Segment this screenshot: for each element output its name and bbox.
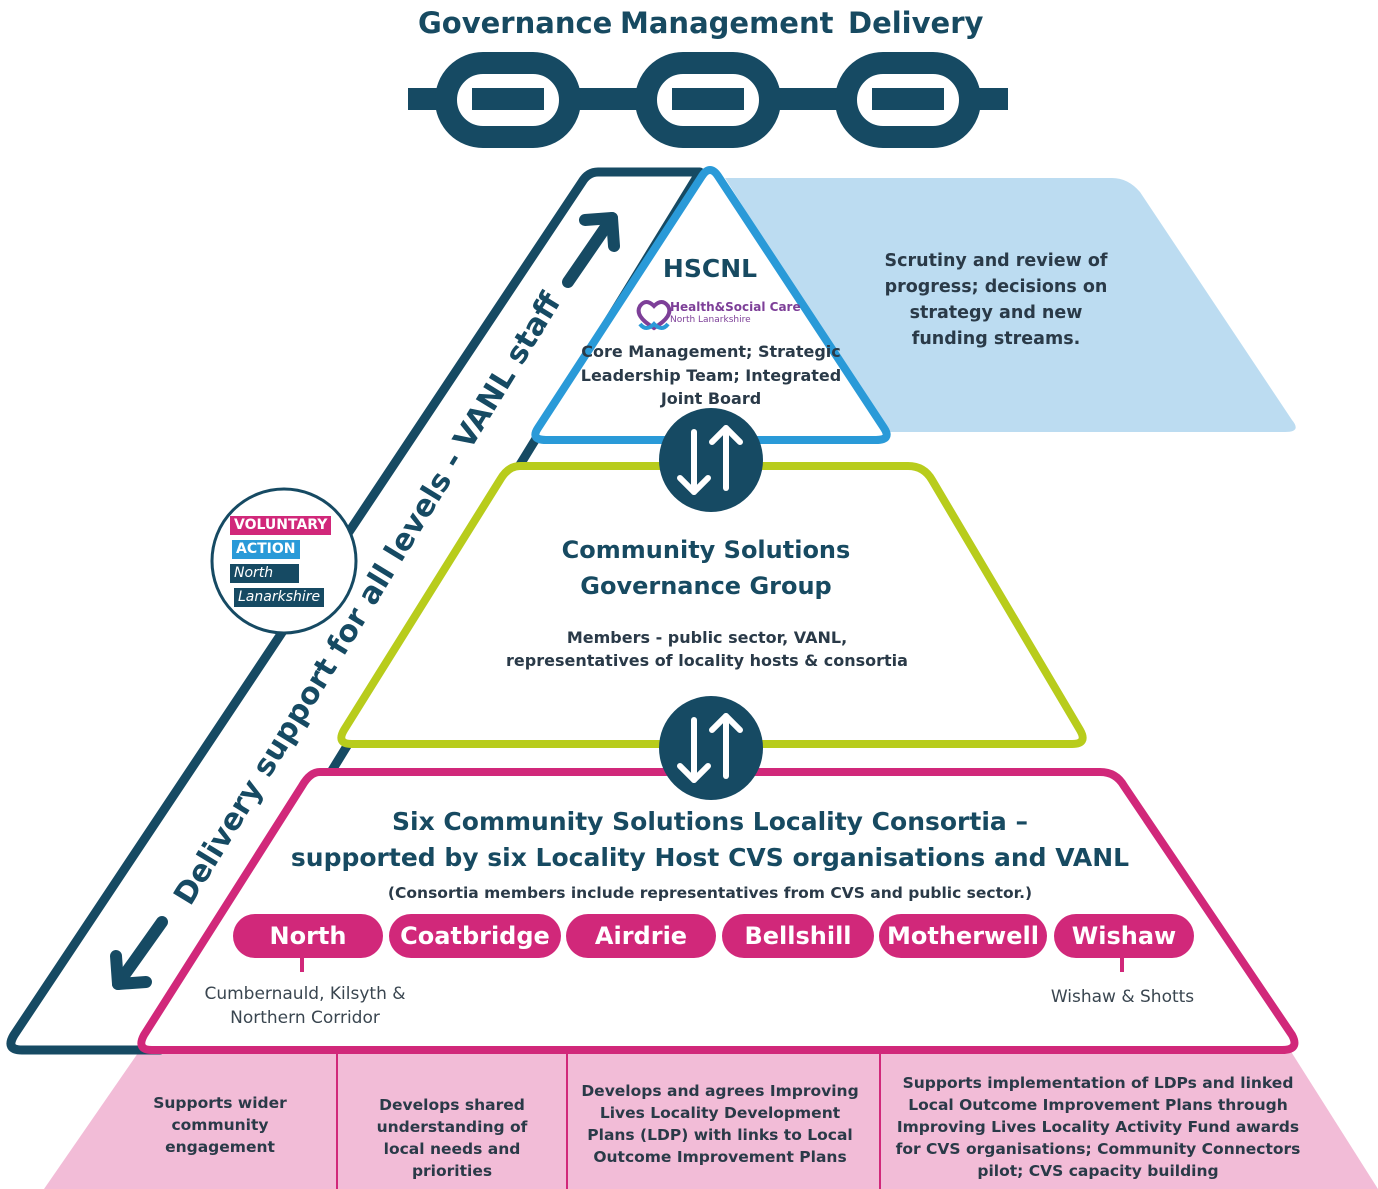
vanl-logo-line2: ACTION xyxy=(232,540,300,559)
base-column-4: Supports implementation of LDPs and link… xyxy=(895,1074,1301,1180)
hscnl-logo-icon xyxy=(636,300,672,331)
hscnl-logo-sub: North Lanarkshire xyxy=(670,315,751,325)
locality-north[interactable]: North xyxy=(233,914,383,958)
wishaw-subtext: Wishaw & Shotts xyxy=(1050,987,1195,1007)
bottom-tier-shape xyxy=(137,768,1299,1054)
vanl-logo-line4: Lanarkshire xyxy=(234,588,325,607)
base-column-1: Supports wider community engagement xyxy=(153,1094,287,1156)
base-band xyxy=(44,1050,1378,1189)
bottom-tier-title-1: Six Community Solutions Locality Consort… xyxy=(392,807,1028,836)
top-tier-text: Core Management; Strategic Leadership Te… xyxy=(580,342,842,408)
scrutiny-text: Scrutiny and review of progress; decisio… xyxy=(884,251,1108,349)
middle-tier-title: Community Solutions Governance Group xyxy=(561,536,851,600)
locality-airdrie[interactable]: Airdrie xyxy=(566,914,716,958)
header-governance: Governance xyxy=(418,6,613,40)
chain-icon xyxy=(408,52,1008,148)
connector-lower xyxy=(659,696,763,800)
north-subtext: Cumbernauld, Kilsyth & Northern Corridor xyxy=(204,984,406,1028)
band-arrow-down xyxy=(110,916,168,990)
middle-tier-text: Members - public sector, VANL, represent… xyxy=(506,628,908,670)
scrutiny-panel-shape xyxy=(725,178,1296,432)
locality-coatbridge[interactable]: Coatbridge xyxy=(389,914,561,958)
base-column-3: Develops and agrees Improving Lives Loca… xyxy=(581,1082,859,1166)
bottom-tier-title-2: supported by six Locality Host CVS organ… xyxy=(290,843,1130,872)
middle-tier-shape xyxy=(337,462,1087,748)
band-arrow-up xyxy=(562,212,620,288)
connector-upper xyxy=(659,408,763,512)
header-delivery: Delivery xyxy=(848,6,984,40)
vanl-logo: VOLUNTARY ACTION North Lanarkshire xyxy=(230,514,340,607)
hscnl-logo-main: Health&Social Care xyxy=(670,300,801,314)
vanl-logo-line3: North xyxy=(230,564,300,583)
locality-motherwell[interactable]: Motherwell xyxy=(879,914,1047,958)
locality-bellshill[interactable]: Bellshill xyxy=(722,914,874,958)
base-column-2: Develops shared understanding of local n… xyxy=(376,1096,528,1180)
vanl-logo-line1: VOLUNTARY xyxy=(230,516,332,535)
locality-wishaw[interactable]: Wishaw xyxy=(1054,914,1194,958)
side-band-outline xyxy=(6,167,705,1055)
top-tier-shape xyxy=(531,166,891,444)
bottom-tier-note: (Consortia members include representativ… xyxy=(387,884,1033,902)
header-management: Management xyxy=(620,6,834,40)
hscnl-title: HSCNL xyxy=(662,254,758,283)
